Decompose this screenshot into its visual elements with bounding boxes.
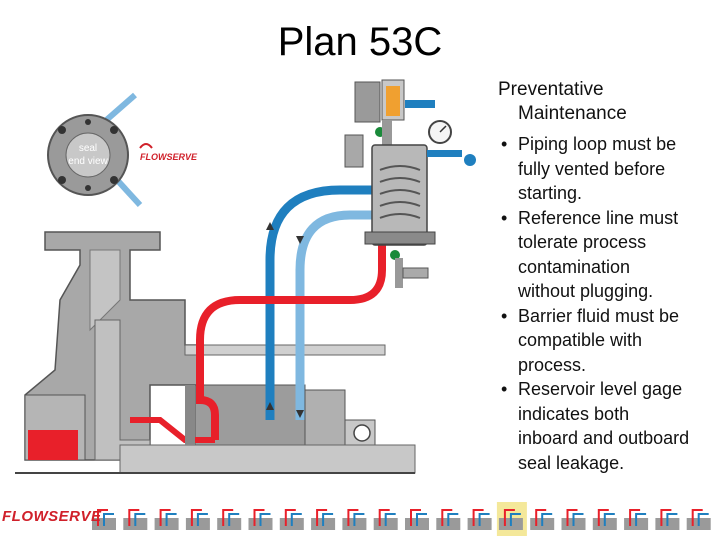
plan-thumbnail[interactable] <box>624 510 648 530</box>
note-line: seal leakage. <box>518 451 720 476</box>
notes-list: Piping loop must be fully vented before … <box>498 132 720 475</box>
note-line: starting. <box>518 181 720 206</box>
flowserve-logo-small: FLOWSERVE <box>140 144 198 162</box>
plan-thumbnail[interactable] <box>436 510 460 530</box>
notes-heading: Preventative Maintenance <box>498 78 720 126</box>
shaft <box>185 385 195 445</box>
plan-thumbnail[interactable] <box>405 510 429 530</box>
note-line: inboard and outboard <box>518 426 720 451</box>
seal-view-label-2: end view <box>68 156 108 167</box>
plan-thumbnail[interactable] <box>123 510 147 530</box>
seal-end-view: seal end view <box>48 95 140 205</box>
note-line: indicates both <box>518 402 720 427</box>
plan-thumbnail[interactable] <box>342 510 366 530</box>
note-line: Barrier fluid must be <box>518 304 720 329</box>
plan-thumbnail[interactable] <box>593 510 617 530</box>
maintenance-notes: Preventative Maintenance Piping loop mus… <box>498 78 720 475</box>
plan-thumbnail[interactable] <box>530 510 554 530</box>
note-line: contamination <box>518 255 720 280</box>
plan-thumbnail[interactable] <box>687 510 711 530</box>
plan-thumbnail[interactable] <box>562 510 586 530</box>
note-item: Piping loop must be fully vented before … <box>498 132 720 206</box>
plan-thumbnail[interactable] <box>311 510 335 530</box>
footer-thumbnail-strip <box>0 496 720 540</box>
note-line: fully vented before <box>518 157 720 182</box>
footer-brand-logo: FLOWSERVE <box>2 508 102 525</box>
plan-thumbnail[interactable] <box>280 510 304 530</box>
note-line: Piping loop must be <box>518 132 720 157</box>
plan-thumbnail[interactable] <box>655 510 679 530</box>
plan-thumbnail[interactable] <box>497 502 527 536</box>
seal-view-label-1: seal <box>79 143 97 154</box>
note-item: Reservoir level gage indicates both inbo… <box>498 377 720 475</box>
svg-text:FLOWSERVE: FLOWSERVE <box>140 152 198 162</box>
notes-heading-line1: Preventative <box>498 78 720 102</box>
pump-casing <box>25 232 200 460</box>
plan-thumbnail[interactable] <box>186 510 210 530</box>
plan-thumbnail[interactable] <box>374 510 398 530</box>
notes-heading-line2: Maintenance <box>498 102 720 126</box>
plan-thumbnail[interactable] <box>155 510 179 530</box>
reservoir-assembly <box>345 80 476 288</box>
plan-thumbnail[interactable] <box>249 510 273 530</box>
note-item: Barrier fluid must be compatible with pr… <box>498 304 720 378</box>
plan-thumbnail[interactable] <box>217 510 241 530</box>
note-line: Reference line must <box>518 206 720 231</box>
note-line: compatible with <box>518 328 720 353</box>
note-line: process. <box>518 353 720 378</box>
note-line: without plugging. <box>518 279 720 304</box>
note-item: Reference line must tolerate process con… <box>498 206 720 304</box>
plan-thumbnail[interactable] <box>468 510 492 530</box>
note-line: tolerate process <box>518 230 720 255</box>
note-line: Reservoir level gage <box>518 377 720 402</box>
